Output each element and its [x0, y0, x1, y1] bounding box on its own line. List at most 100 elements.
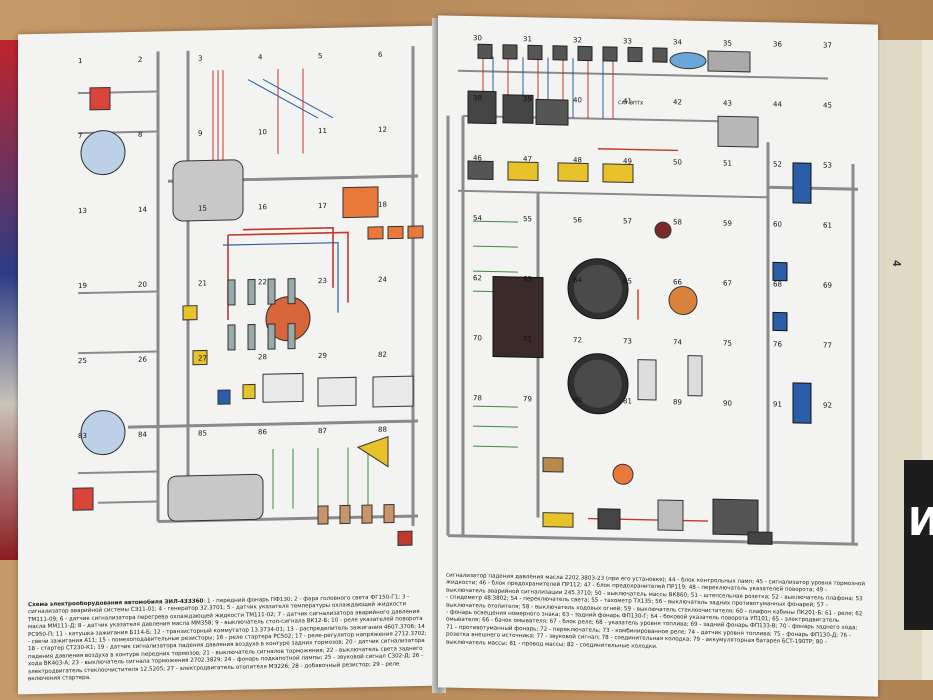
battery [712, 498, 759, 536]
diagram-number-label: 82 [378, 351, 387, 359]
bottom-sensors [317, 504, 395, 525]
diagram-number-label: 91 [773, 400, 782, 408]
fuel-gauge [668, 286, 698, 316]
diagram-number-label: 40 [573, 96, 582, 104]
diagram-number-label: 35 [723, 39, 732, 47]
diagram-number-label: 27 [198, 354, 207, 362]
diagram-number-label: 79 [523, 395, 532, 403]
diagram-number-label: 48 [573, 156, 582, 164]
diagram-number-label: 15 [198, 204, 207, 212]
diagram-number-label: 24 [378, 276, 387, 284]
diagram-number-label: 84 [138, 431, 147, 439]
diagram-number-label: 86 [258, 428, 267, 436]
diagram-number-label: 8 [138, 131, 142, 139]
diagram-number-label: 57 [623, 217, 632, 225]
diagram-number-label: 53 [823, 161, 832, 169]
diagram-number-label: 85 [198, 429, 207, 437]
diagram-number-label: 78 [473, 394, 482, 402]
diagram-number-label: 14 [138, 206, 147, 214]
diagram-number-label: 71 [523, 335, 532, 343]
diagram-number-label: 28 [258, 353, 267, 361]
diagram-number-label: 44 [773, 100, 782, 108]
diagram-number-label: 54 [473, 214, 482, 222]
left-caption-body: : 1 - передний фонарь ПФ130; 2 - фара го… [28, 594, 427, 683]
diagram-number-label: 73 [623, 337, 632, 345]
diagram-number-label: 12 [378, 126, 387, 134]
diagram-number-label: 1 [78, 57, 82, 65]
diagram-number-label: 75 [723, 339, 732, 347]
diagram-number-label: 50 [673, 158, 682, 166]
diagram-number-label: 3 [198, 55, 202, 63]
diagram-number-label: 9 [198, 130, 202, 138]
diagram-number-label: 42 [673, 98, 682, 106]
left-caption: Схема электрооборудования автомобиля ЗИЛ… [28, 594, 428, 682]
right-caption: сигнализатор падения давления масла 2202… [446, 573, 866, 682]
diagram-number-label: 4 [258, 53, 263, 61]
diagram-number-label: 65 [623, 277, 632, 285]
diagram-number-label: 68 [773, 280, 782, 288]
diagram-number-label: 20 [138, 281, 147, 289]
diagram-number-label: 41 [623, 97, 632, 105]
diagram-number-label: 46 [473, 154, 482, 162]
fuse-block [492, 276, 544, 359]
diagram-number-label: 87 [318, 427, 327, 435]
diagram-number-label: 56 [573, 216, 582, 224]
diagram-number-label: 43 [723, 99, 732, 107]
diagram-number-label: 92 [823, 401, 832, 409]
diagram-number-label: 66 [673, 278, 682, 286]
diagram-number-label: 10 [258, 128, 267, 136]
starter [167, 473, 264, 522]
generator [172, 159, 244, 222]
diagram-number-label: 63 [523, 275, 532, 283]
rear-lamp-top [792, 162, 812, 204]
headlight-top [80, 130, 126, 176]
diagram-number-label: 2 [138, 56, 142, 64]
diagram-number-label: 60 [773, 220, 782, 228]
diagram-number-label: 7 [78, 132, 82, 140]
diagram-number-label: 51 [723, 159, 732, 167]
diagram-number-label: 39 [523, 95, 532, 103]
diagram-number-label: 6 [378, 51, 383, 59]
diagram-number-label: 70 [473, 334, 482, 342]
diagram-number-label: 81 [623, 397, 632, 405]
stack-block-letter: И [908, 500, 933, 544]
headlight-bottom [80, 410, 126, 456]
diagram-number-label: 45 [823, 101, 832, 109]
diagram-number-label: 64 [573, 276, 582, 284]
diagram-number-label: 74 [673, 338, 682, 346]
diagram-number-label: 77 [823, 341, 832, 349]
front-lamp-top [89, 86, 111, 111]
diagram-number-label: 49 [623, 157, 632, 165]
diagram-number-label: 30 [473, 34, 482, 42]
diagram-number-label: 11 [318, 127, 327, 135]
sau-label: САУ ЭПТХ [618, 100, 644, 107]
washer-motor [717, 115, 759, 148]
diagram-number-label: 13 [78, 207, 87, 215]
diagram-number-label: 67 [723, 279, 732, 287]
right-paper-stack: 4 И [870, 40, 933, 680]
diagram-number-label: 33 [623, 37, 632, 45]
diagram-number-label: 25 [78, 357, 87, 365]
diagram-number-label: 90 [723, 399, 732, 407]
diagram-number-label: 16 [258, 203, 267, 211]
diagram-number-label: 69 [823, 281, 832, 289]
left-magazine-edge [0, 40, 22, 560]
relay-61 [707, 50, 751, 73]
diagram-number-label: 32 [573, 36, 582, 44]
ignition-coil [342, 186, 379, 219]
diagram-number-label: 47 [523, 155, 532, 163]
stack-black-block: И [904, 460, 933, 630]
diagram-number-label: 80 [573, 396, 582, 404]
diagram-number-label: 37 [823, 41, 832, 49]
diagram-number-label: 58 [673, 218, 682, 226]
rear-lamp-bottom [792, 382, 812, 424]
diagram-number-label: 17 [318, 202, 327, 210]
relay-16 [262, 372, 304, 403]
diagram-number-label: 29 [318, 352, 327, 360]
diagram-number-label: 23 [318, 277, 327, 285]
diagram-number-label: 89 [673, 398, 682, 406]
cabin-lamp [669, 52, 707, 70]
